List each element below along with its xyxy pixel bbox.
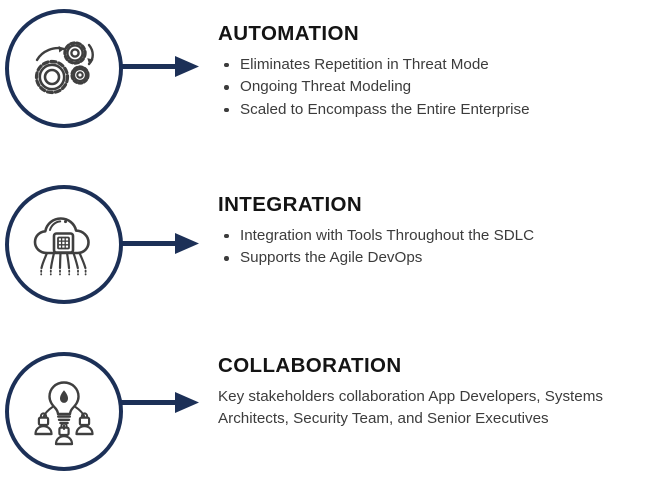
bullet-dot-icon (224, 107, 229, 113)
cloud-chip-integration-icon (33, 216, 90, 275)
arrow-right-icon (121, 233, 199, 254)
section-heading: INTEGRATION (218, 193, 363, 216)
section-collaboration: COLLABORATION Key stakeholders collabora… (0, 320, 654, 480)
lightbulb-people-collaboration-icon (34, 380, 94, 445)
list-item-label: Supports the Agile DevOps (240, 249, 423, 267)
badge-ring (5, 352, 123, 471)
list-item-label: Integration with Tools Throughout the SD… (240, 226, 535, 244)
list-item-label: Eliminates Repetition in Threat Mode (240, 55, 489, 73)
section-heading: AUTOMATION (218, 22, 360, 45)
bullet-dot-icon (224, 62, 229, 68)
badge-ring (5, 9, 123, 128)
icon-badge-collaboration (5, 352, 123, 471)
list-item: Eliminates Repetition in Threat Mode (218, 54, 648, 77)
list-item: Ongoing Threat Modeling (218, 76, 648, 99)
arrow-right-icon (121, 392, 199, 413)
list-item: Integration with Tools Throughout the SD… (218, 225, 648, 248)
text-block-automation: AUTOMATION Eliminates Repetition in Thre… (218, 22, 648, 121)
list-item: Supports the Agile DevOps (218, 247, 648, 270)
list-item-label: Scaled to Encompass the Entire Enterpris… (240, 100, 530, 118)
bullet-list: Eliminates Repetition in Threat Mode Ong… (218, 54, 648, 122)
bullet-dot-icon (224, 256, 229, 261)
section-automation: AUTOMATION Eliminates Repetition in Thre… (0, 0, 654, 160)
bullet-dot-icon (224, 233, 229, 239)
list-item-label: Ongoing Threat Modeling (240, 78, 412, 96)
bullet-dot-icon (224, 85, 229, 90)
section-paragraph: Key stakeholders collaboration App Devel… (218, 387, 603, 428)
arrow-right-icon (121, 56, 199, 77)
text-block-integration: INTEGRATION Integration with Tools Throu… (218, 193, 648, 270)
gears-automation-icon (34, 40, 94, 94)
list-item: Scaled to Encompass the Entire Enterpris… (218, 99, 648, 122)
bullet-list: Integration with Tools Throughout the SD… (218, 225, 648, 270)
section-heading: COLLABORATION (218, 354, 402, 377)
text-block-collaboration: COLLABORATION Key stakeholders collabora… (218, 354, 648, 431)
icon-badge-automation (5, 9, 123, 128)
icon-badge-integration (5, 185, 123, 304)
section-integration: INTEGRATION Integration with Tools Throu… (0, 163, 654, 323)
